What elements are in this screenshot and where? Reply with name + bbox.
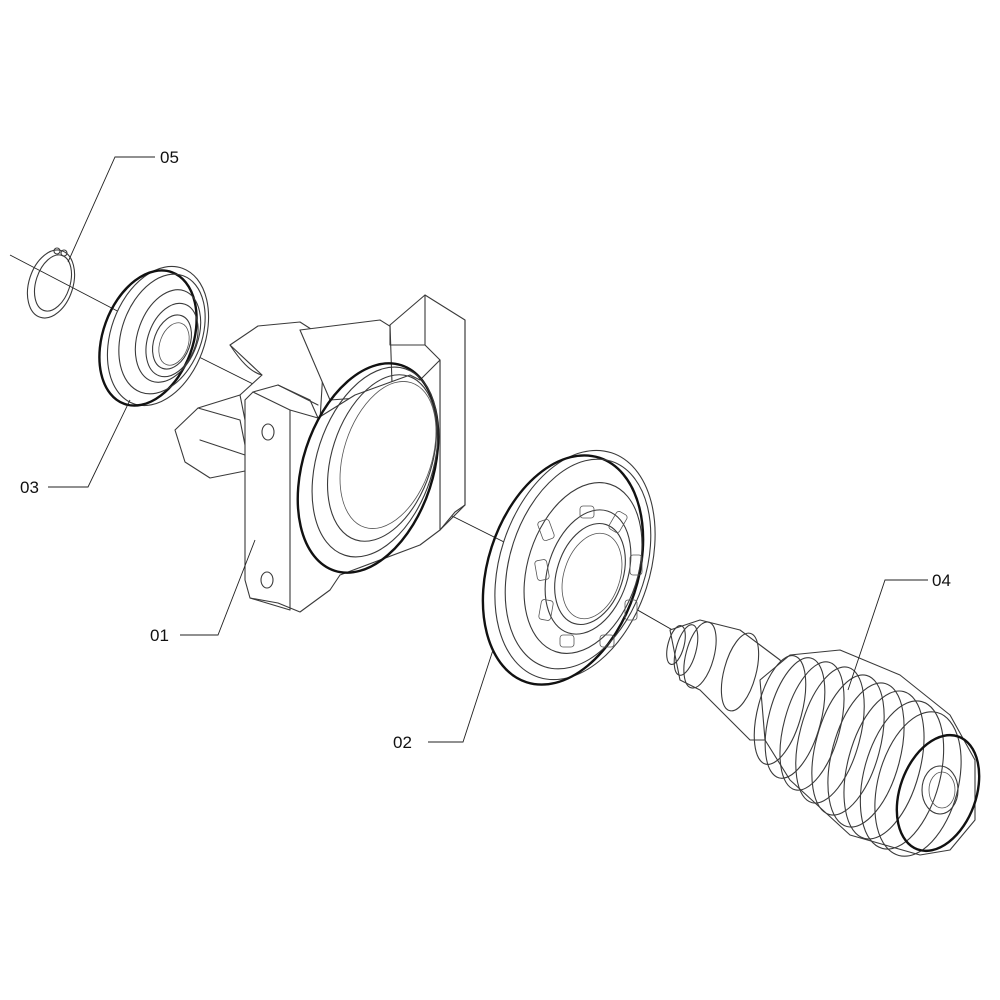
callout-05: 05: [160, 148, 179, 167]
callout-02: 02: [393, 733, 412, 752]
bearing-housing: [174, 294, 466, 613]
callout-03: 03: [20, 478, 39, 497]
leader-lines: [48, 156, 928, 743]
bearing-rollers: [534, 505, 643, 648]
large-roller-bearing: [481, 449, 656, 686]
retaining-ring: [26, 247, 76, 319]
callout-01: 01: [150, 626, 169, 645]
callout-04: 04: [932, 571, 951, 590]
screw-shaft: [666, 619, 981, 857]
small-bearing: [98, 265, 210, 407]
thread-rings: [753, 655, 962, 857]
